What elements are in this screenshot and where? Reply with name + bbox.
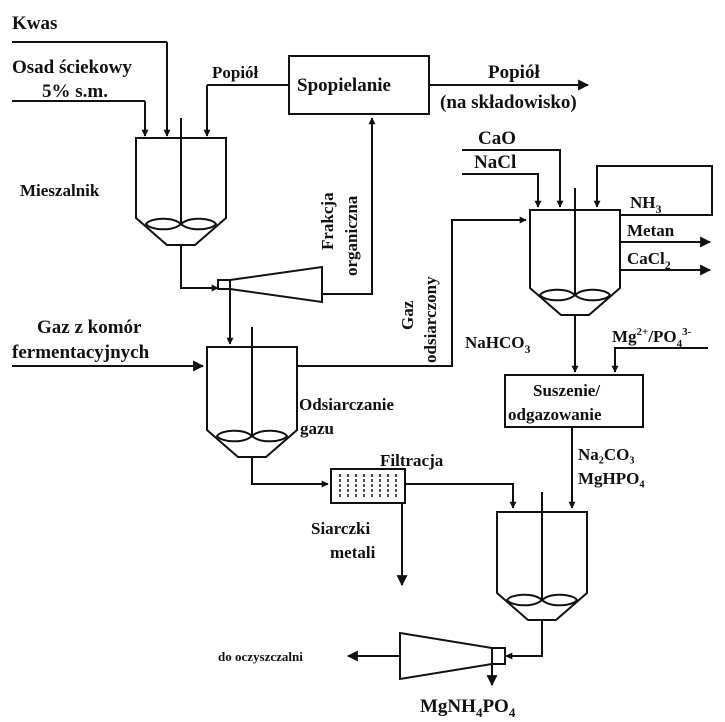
ash-recycle-line	[203, 84, 289, 137]
filtration-label: Filtracja	[380, 451, 444, 470]
magnesium-phosphate-inlet-line	[611, 347, 708, 373]
ash-recycle-label: Popiół	[212, 63, 259, 82]
sodium-carbonate-label: Na₂CO₃	[578, 445, 634, 464]
desulfurization-label-line2: gazu	[300, 419, 334, 438]
incineration-label: Spopielanie	[297, 75, 391, 96]
ash-output-label: Popiół	[488, 62, 540, 83]
fermentation-gas-label-line1: Gaz z komór	[37, 317, 142, 338]
mixer-to-centrifuge-line	[180, 245, 219, 292]
desulfurized-gas-label-line2: odsiarczony	[421, 276, 440, 363]
magnesium-hydrogen-phosphate-label: MgHPO₄	[578, 469, 644, 488]
drying-label-line2: odgazowanie	[508, 405, 602, 424]
ash-destination-label: (na składowisko)	[440, 92, 577, 113]
desulfurized-gas-label-line1: Gaz	[398, 300, 417, 330]
organic-fraction-label-line1: Frakcja	[318, 192, 337, 250]
sludge-label-line2: 5% s.m.	[42, 81, 108, 102]
drying-box	[504, 374, 644, 428]
sludge-inlet-line	[12, 100, 149, 137]
centrifuge-lower	[399, 631, 506, 681]
incineration-box	[288, 55, 430, 115]
struvite-product-label: MgNH4PO4	[420, 696, 516, 720]
desulfurization-label-line1: Odsiarczanie	[299, 395, 395, 414]
methane-label: Metan	[627, 221, 675, 240]
mixer-tank	[135, 118, 227, 246]
nacl-inlet-line	[462, 173, 542, 208]
treatment-plant-label: do oczyszczalni	[218, 649, 303, 664]
metal-sulfides-label-line1: Siarczki	[311, 519, 370, 538]
sodium-bicarbonate-label: NaHCO3	[465, 333, 531, 356]
metal-sulfides-label-line2: metali	[330, 543, 376, 562]
sludge-label-line1: Osad ściekowy	[12, 57, 132, 78]
magnesium-phosphate-label: Mg2+/PO43-	[612, 326, 692, 350]
drying-label-line1: Suszenie/	[533, 381, 600, 400]
precipitation-to-centrifuge-line	[505, 620, 543, 660]
mixer-label: Mieszalnik	[20, 181, 100, 200]
ammonia-label: NH3	[630, 193, 662, 216]
filter-to-precipitation-line	[405, 483, 517, 509]
desulfurization-tank	[206, 327, 298, 458]
acid-inlet-line	[12, 41, 171, 137]
desulf-to-filter-line	[251, 457, 329, 488]
nacl-label: NaCl	[474, 152, 516, 173]
desulfurized-gas-line	[297, 216, 527, 367]
calcium-chloride-label: CaCl2	[627, 249, 671, 272]
acid-label: Kwas	[12, 13, 57, 34]
reactor-tank	[529, 188, 621, 316]
cao-label: CaO	[478, 128, 516, 149]
organic-fraction-line	[322, 117, 376, 295]
fermentation-gas-label-line2: fermentacyjnych	[12, 342, 150, 363]
ammonia-recycle-loop	[593, 165, 713, 216]
precipitation-tank	[496, 492, 588, 621]
organic-fraction-label-line2: organiczna	[342, 195, 361, 276]
centrifuge-upper	[217, 265, 323, 304]
cao-inlet-line	[462, 149, 564, 208]
filter-unit	[330, 468, 406, 504]
